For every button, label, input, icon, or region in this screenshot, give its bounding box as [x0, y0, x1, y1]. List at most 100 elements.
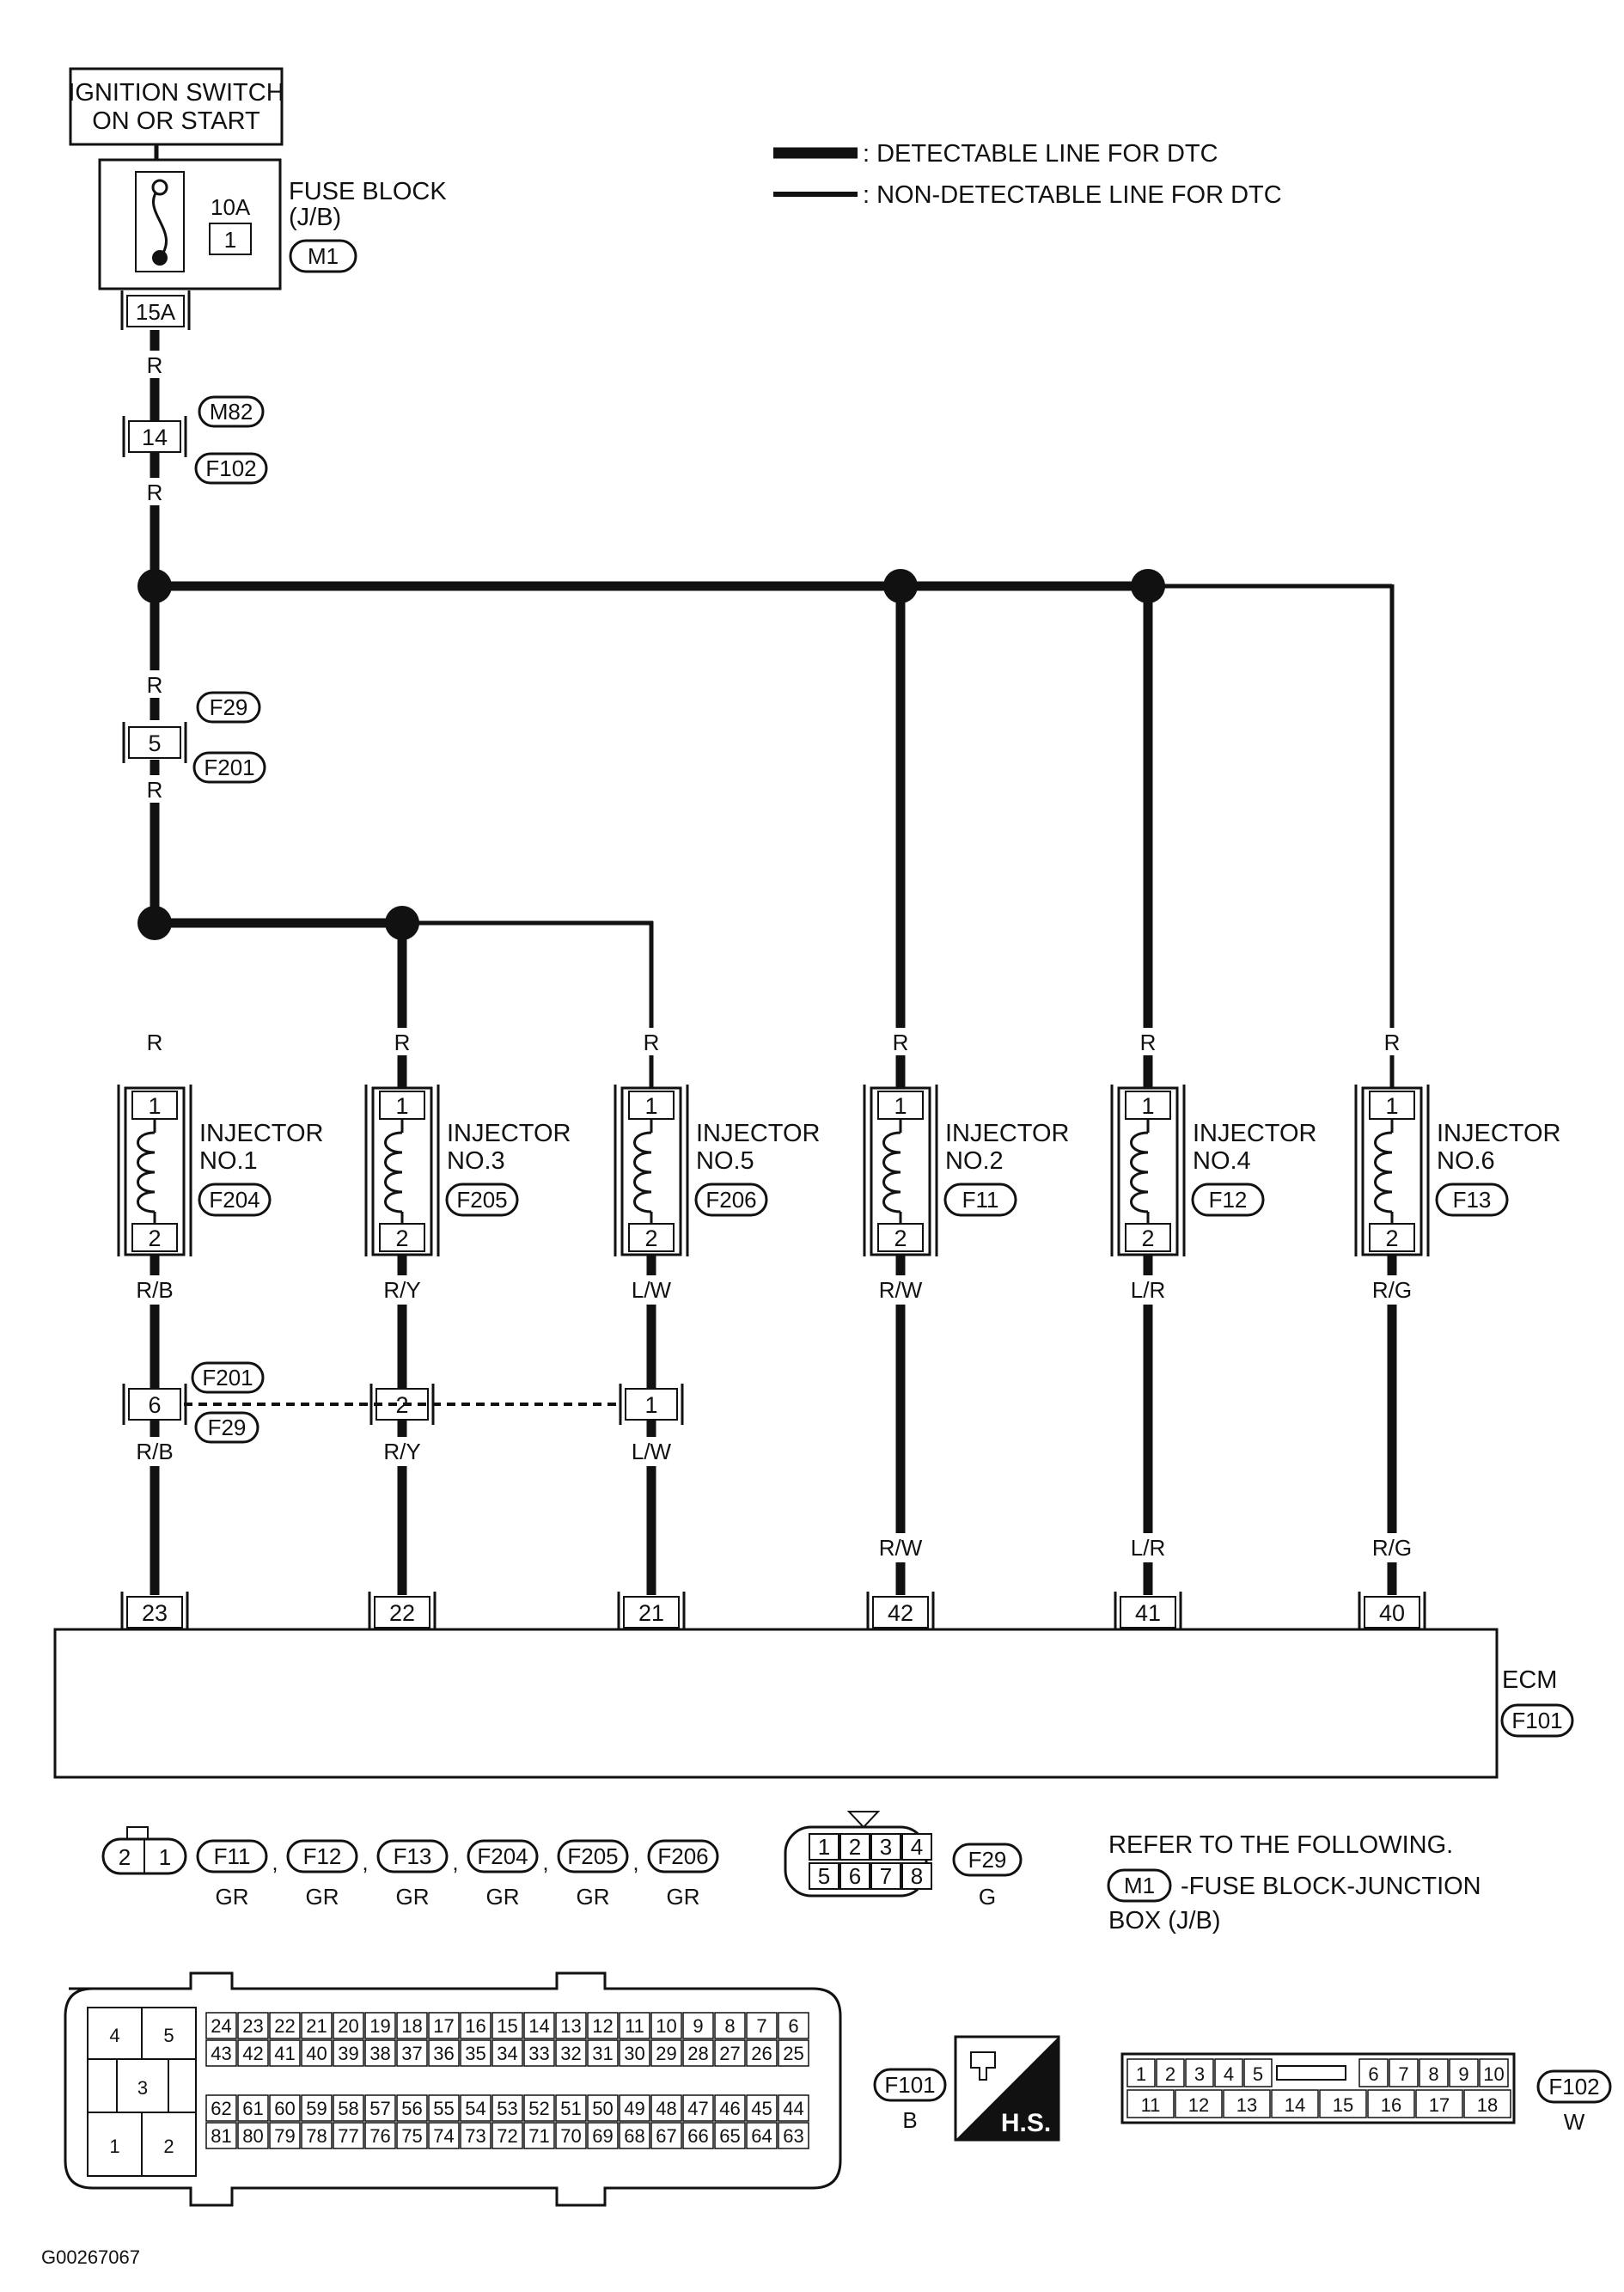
injector-output-color-below: R/Y — [383, 1439, 420, 1464]
f101-pin: 34 — [497, 2043, 517, 2064]
injector-conn-color: GR — [306, 1884, 339, 1910]
f101-pin: 79 — [274, 2125, 295, 2147]
refer-conn: M1 — [1124, 1873, 1155, 1898]
f101-pin: 64 — [751, 2125, 772, 2147]
f101-pin: 5 — [163, 2025, 174, 2046]
injector-connector-view: 2 1 — [101, 1826, 187, 1875]
injector-output-color: R/W — [879, 1277, 923, 1303]
injector-conn-id: F11 — [214, 1843, 251, 1869]
f101-pin: 50 — [592, 2098, 613, 2119]
legend: : DETECTABLE LINE FOR DTC : NON-DETECTAB… — [773, 140, 1282, 209]
f102-pin: 1 — [1136, 2063, 1146, 2085]
f101-pin: 51 — [560, 2098, 581, 2119]
f101-pin: 65 — [719, 2125, 740, 2147]
f101-pin: 43 — [211, 2043, 231, 2064]
injector-name: INJECTOR — [696, 1120, 820, 1147]
f102-pin: 4 — [1224, 2063, 1234, 2085]
injector-coil-icon — [882, 1131, 901, 1213]
injector-pin-top: 1 — [1141, 1093, 1154, 1119]
f29-color: G — [979, 1884, 996, 1910]
f29-pin: 7 — [880, 1863, 892, 1889]
f101-pin: 7 — [756, 2015, 766, 2037]
ecm-label: ECM — [1502, 1666, 1557, 1694]
f101-pin: 49 — [624, 2098, 644, 2119]
f101-pin: 62 — [211, 2098, 231, 2119]
injector-coil-icon — [1130, 1131, 1149, 1213]
f101-pin: 32 — [560, 2043, 581, 2064]
branch-feed-joint-conn-top: F29 — [210, 694, 248, 720]
f102-pin: 13 — [1236, 2094, 1257, 2116]
injector-coil-icon — [384, 1131, 403, 1213]
injector-conn-id: F205 — [567, 1843, 618, 1869]
refer-line3: BOX (J/B) — [1108, 1907, 1221, 1934]
f102-pin: 5 — [1253, 2063, 1263, 2085]
separator: , — [632, 1849, 638, 1875]
f29-pin: 5 — [818, 1863, 830, 1889]
injector-pin-bottom: 2 — [395, 1225, 408, 1251]
injector-output-color-below: R/W — [879, 1535, 923, 1561]
f101-pin: 8 — [724, 2015, 735, 2037]
harness-side-icon — [970, 2051, 996, 2081]
f101-pin: 72 — [497, 2125, 517, 2147]
f101-pin: 22 — [274, 2015, 295, 2037]
injector-output-color-below: L/W — [632, 1439, 672, 1464]
injector-name: INJECTOR — [1437, 1120, 1560, 1147]
f102-pin: 16 — [1381, 2094, 1401, 2116]
f101-pin: 14 — [528, 2015, 549, 2037]
main-feed-wire-color: R — [147, 352, 163, 378]
injector-feed-color: R — [1140, 1030, 1157, 1055]
separator: , — [542, 1849, 548, 1875]
injector-name: INJECTOR — [1193, 1120, 1316, 1147]
injector-number: NO.6 — [1437, 1147, 1495, 1175]
main-feed-joint-pin: 14 — [142, 425, 168, 450]
f101-id: F101 — [884, 2072, 935, 2098]
fuse-rating: 10A — [211, 194, 251, 220]
f101-pin: 13 — [560, 2015, 581, 2037]
f102-pin: 6 — [1368, 2063, 1378, 2085]
f101-pin: 60 — [274, 2098, 295, 2119]
f101-pin: 3 — [137, 2077, 148, 2099]
f101-pin: 55 — [433, 2098, 454, 2119]
f101-pin: 76 — [369, 2125, 390, 2147]
injector-conn-id: F206 — [657, 1843, 708, 1869]
f101-pin: 75 — [401, 2125, 422, 2147]
injector-joint-conn-top: F201 — [202, 1365, 253, 1390]
injector-conn-pin-a: 2 — [119, 1844, 131, 1870]
f101-pin: 53 — [497, 2098, 517, 2119]
injector-pin-bottom: 2 — [1141, 1225, 1154, 1251]
fuse-block-terminal: 15A — [136, 299, 176, 325]
injector-conn-color: GR — [396, 1884, 430, 1910]
f29-key-icon — [846, 1811, 881, 1829]
f101-pin: 74 — [433, 2125, 454, 2147]
injector-joint-pin: 1 — [644, 1392, 657, 1418]
f102-color: W — [1564, 2109, 1585, 2135]
f102-pin: 8 — [1428, 2063, 1438, 2085]
branch-feed-wire-color: R — [147, 672, 163, 698]
injector-number: NO.3 — [447, 1147, 505, 1175]
f101-pin: 73 — [465, 2125, 485, 2147]
injector-coil-icon — [1374, 1131, 1393, 1213]
f101-pin: 71 — [528, 2125, 549, 2147]
f101-pin: 19 — [369, 2015, 390, 2037]
injector-connector-id: F206 — [705, 1187, 756, 1213]
injector-name: INJECTOR — [447, 1120, 571, 1147]
fuse-block-jb-label: (J/B) — [289, 204, 341, 231]
separator: , — [452, 1849, 458, 1875]
refer-note: REFER TO THE FOLLOWING. M1 -FUSE BLOCK-J… — [1107, 1831, 1481, 1934]
injector-feed-color: R — [893, 1030, 909, 1055]
f101-pin: 47 — [687, 2098, 708, 2119]
injector-conn-color: GR — [216, 1884, 249, 1910]
f29-id: F29 — [968, 1847, 1007, 1873]
f101-pin: 70 — [560, 2125, 581, 2147]
f102-pin: 3 — [1194, 2063, 1205, 2085]
f101-pin: 12 — [592, 2015, 613, 2037]
injector-pin-top: 1 — [644, 1093, 657, 1119]
f102-pin: 2 — [1165, 2063, 1175, 2085]
f101-pin: 42 — [242, 2043, 263, 2064]
